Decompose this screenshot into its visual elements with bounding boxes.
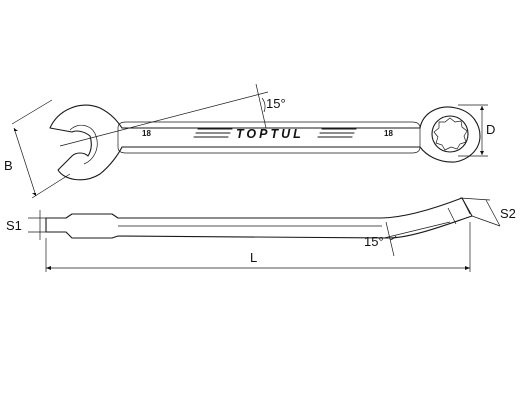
wrench-top-view: TOPTUL 18 18 xyxy=(49,104,481,181)
angle-bottom-label: 15° xyxy=(364,234,384,249)
angle-top-label: 15° xyxy=(266,96,286,111)
angle-top-annotation: 15° xyxy=(59,83,286,147)
brand-stripes-right xyxy=(317,128,357,138)
dimension-s2-label: S2 xyxy=(500,206,516,221)
dimension-d-label: D xyxy=(486,122,495,137)
open-end-head xyxy=(49,104,481,181)
dimension-s1-label: S1 xyxy=(6,218,22,233)
dimension-s1: S1 xyxy=(6,210,52,240)
angle-bottom-annotation: 15° xyxy=(364,221,451,257)
brand-label: TOPTUL xyxy=(236,127,304,141)
ring-twelve-point xyxy=(433,117,468,151)
ring-end xyxy=(431,115,469,153)
handle-panel xyxy=(117,121,421,154)
open-end-jaw xyxy=(69,124,98,165)
dimension-d: D xyxy=(458,104,495,157)
size-label-left: 18 xyxy=(142,129,151,138)
dimension-b-label: B xyxy=(4,158,13,173)
dimension-s2: S2 xyxy=(459,197,516,227)
dimension-l: L xyxy=(45,222,471,272)
brand-stripes-left xyxy=(193,128,233,138)
dimension-b: B xyxy=(4,99,71,199)
dimension-l-label: L xyxy=(250,250,257,265)
size-label-right: 18 xyxy=(384,129,393,138)
